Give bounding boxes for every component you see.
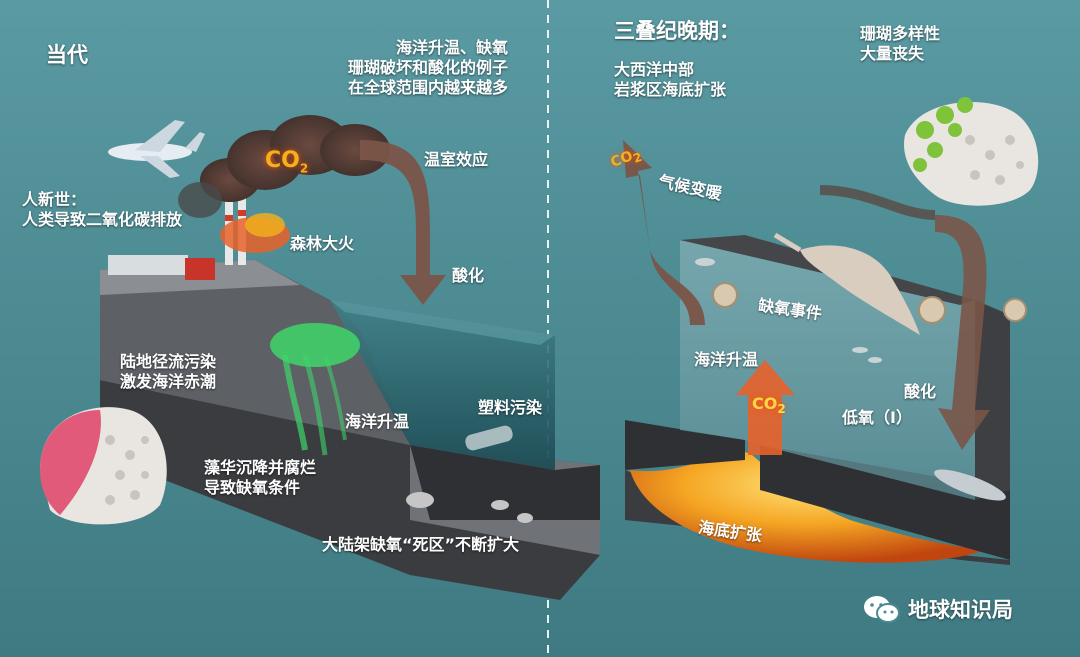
forest-fire-label: 森林大火 (290, 234, 355, 253)
anthropocene-label: 人新世： 人类导致二氧化碳排放 (22, 190, 183, 229)
wechat-icon (864, 596, 900, 623)
left-seafloor-block (100, 260, 600, 600)
plastic-label: 塑料污染 (478, 398, 543, 417)
right-subtitle: 大西洋中部 岩浆区海底扩张 (614, 60, 727, 99)
left-top-note: 海洋升温、缺氧 珊瑚破坏和酸化的例子 在全球范围内越来越多 (347, 38, 508, 97)
airplane (108, 120, 205, 178)
crab (406, 492, 533, 523)
right-acidification-label: 酸化 (904, 382, 937, 401)
watermark-text: 地球知识局 (908, 598, 1013, 622)
smoke-trail (819, 185, 936, 220)
magma-co2-label: CO2 (752, 394, 786, 417)
greenhouse-label: 温室效应 (424, 150, 489, 169)
smoke-plume (178, 115, 390, 218)
algae-bloom (270, 323, 360, 456)
dead-fish (934, 469, 1006, 501)
left-title: 当代 (46, 43, 88, 67)
ammonite (712, 282, 1027, 324)
right-coral (904, 97, 1039, 206)
magma-co2-arrow (736, 360, 795, 455)
greenhouse-arrow (360, 140, 446, 305)
watermark: 地球知识局 (862, 594, 1013, 624)
right-acid-arrow (935, 215, 990, 450)
right-title: 三叠纪晚期： (614, 19, 740, 43)
left-co2-label: CO2 (265, 148, 309, 176)
right-warming-label: 海洋升温 (694, 350, 759, 369)
left-acidification-label: 酸化 (452, 266, 485, 285)
left-coral (40, 407, 167, 525)
truck (108, 255, 215, 280)
runoff-label: 陆地径流污染 激发海洋赤潮 (120, 352, 217, 391)
ichthyosaur (773, 232, 920, 335)
climate-arrow (623, 140, 705, 325)
dead-zone-label: 大陆架缺氧“死区”不断扩大 (322, 535, 520, 554)
low-oxygen-label: 低氧（I） (842, 408, 912, 427)
forest-fire (220, 213, 290, 253)
algae-decay-label: 藻华沉降并腐烂 导致缺氧条件 (204, 458, 317, 497)
plastic-bottle (465, 425, 513, 451)
left-warming-label: 海洋升温 (345, 412, 410, 431)
coral-loss-label: 珊瑚多样性 大量丧失 (860, 24, 941, 63)
fish (695, 258, 882, 363)
